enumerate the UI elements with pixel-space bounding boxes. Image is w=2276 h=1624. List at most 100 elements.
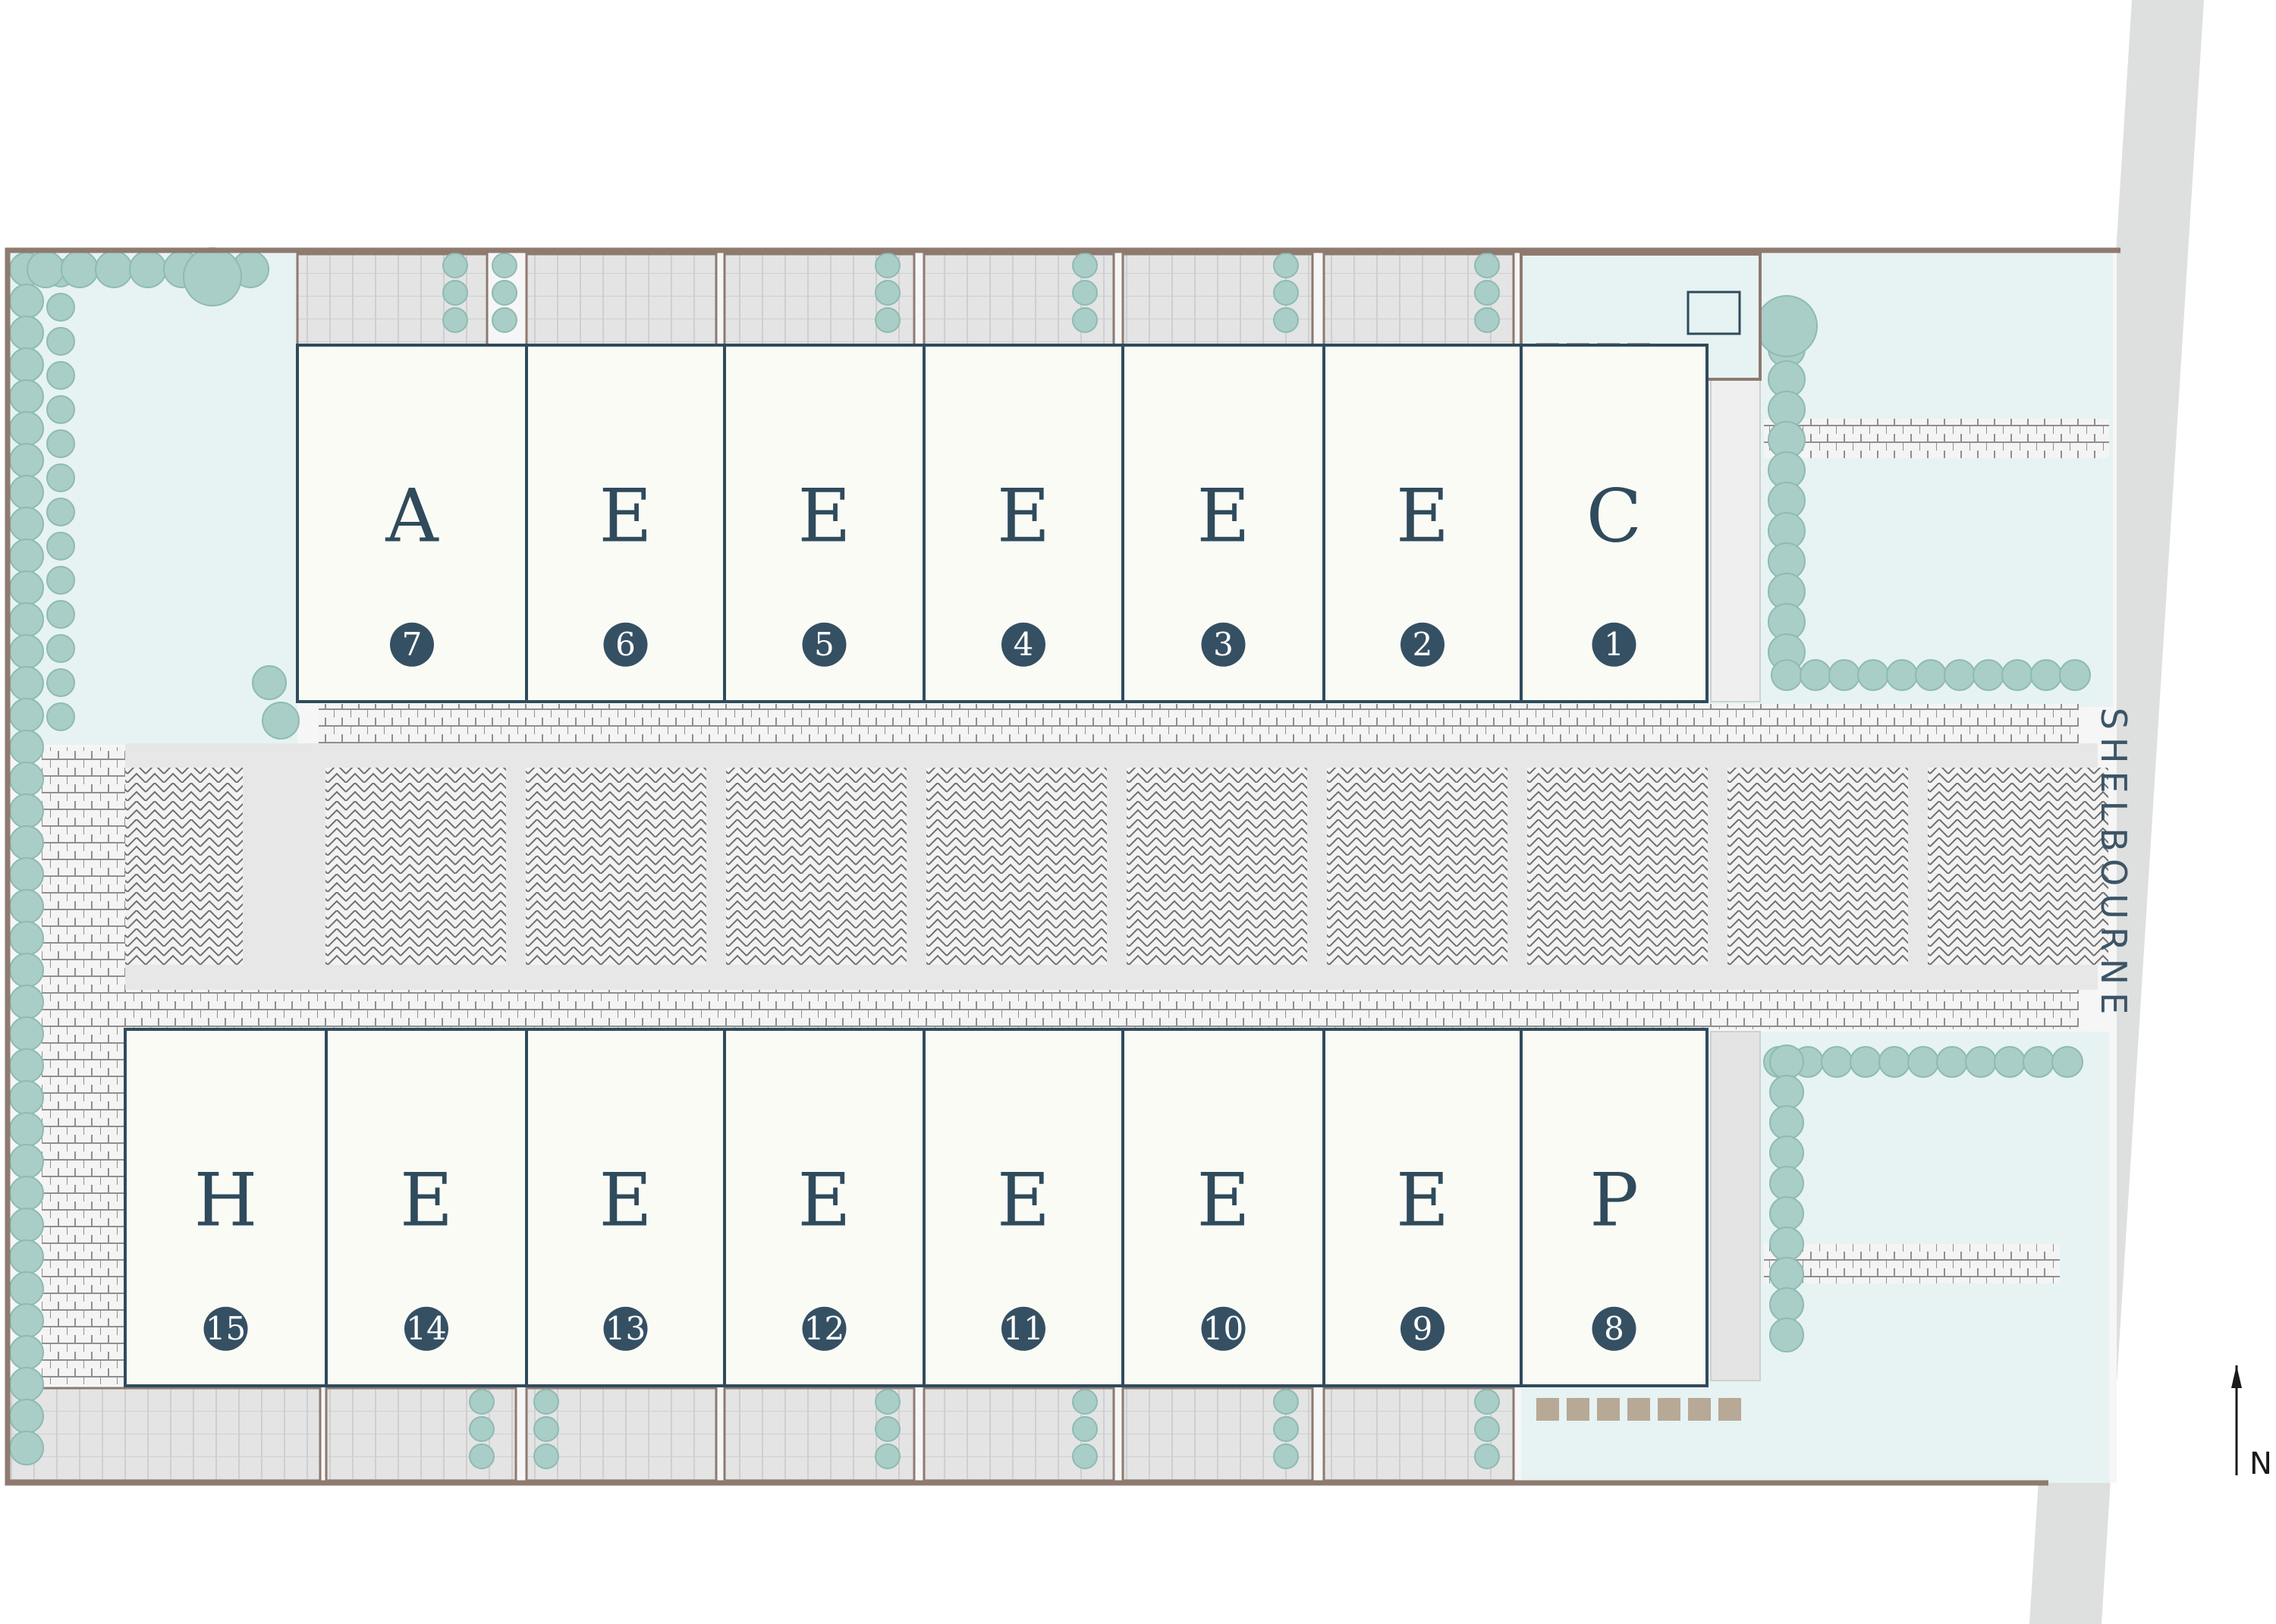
unit-14: E 14 <box>325 1028 528 1387</box>
shrub <box>9 1431 44 1465</box>
unit-number: 14 <box>406 1310 446 1347</box>
shrub <box>469 1443 495 1469</box>
unit-number-badge <box>390 622 434 667</box>
unit-type-letter: E <box>1396 474 1449 559</box>
shrub <box>875 307 901 333</box>
shrub <box>9 1271 44 1306</box>
unit-type-letter: H <box>194 1158 258 1243</box>
shrub <box>9 443 44 478</box>
unit-type-letter: E <box>400 1158 453 1243</box>
unit-outline <box>1322 344 1523 703</box>
shrub <box>875 1443 901 1469</box>
north-brick-strip <box>319 704 2079 743</box>
street-name-label: SHELBOURNE <box>2093 708 2134 1022</box>
shrub <box>1828 659 1860 691</box>
shrub <box>1072 1389 1098 1415</box>
shrub <box>9 379 44 414</box>
shrub <box>1850 1046 1881 1078</box>
unit-number: 5 <box>814 626 835 663</box>
shrub <box>875 1416 901 1442</box>
unit-number-badge <box>603 622 648 667</box>
parking-bays <box>125 768 2108 965</box>
shrub <box>1886 659 1918 691</box>
shrub <box>1273 1389 1299 1415</box>
unit-type-letter: E <box>1396 1158 1449 1243</box>
shrub <box>1769 1105 1804 1140</box>
unit-9: E9 <box>1322 1028 1523 1387</box>
shrub <box>129 250 167 288</box>
shrub <box>9 698 44 733</box>
shrub <box>9 411 44 446</box>
parking-bay <box>926 768 1107 965</box>
north-arrow-head <box>2231 1365 2242 1388</box>
shrub <box>1915 659 1947 691</box>
unit-type-letter: E <box>997 1158 1050 1243</box>
shrub <box>533 1416 559 1442</box>
side-path-north <box>1710 379 1761 702</box>
shrub <box>9 539 44 573</box>
shrub <box>46 361 75 390</box>
shrub <box>1857 659 1889 691</box>
unit-number: 13 <box>605 1310 646 1347</box>
shrub <box>442 253 468 278</box>
shrub <box>9 1016 44 1051</box>
shrub <box>95 250 133 288</box>
shrub <box>1474 253 1500 278</box>
unit-number-badge <box>203 1306 248 1351</box>
shrub <box>27 250 64 288</box>
unit-11: E11 <box>923 1028 1124 1387</box>
unit-3: E3 <box>1121 344 1325 703</box>
bin <box>1688 1398 1711 1421</box>
shrub <box>1474 280 1500 306</box>
unit-number-badge <box>1201 622 1246 667</box>
shrub <box>1936 1046 1968 1078</box>
south-brick-strip <box>125 990 2079 1029</box>
shrub <box>1769 1318 1804 1352</box>
shrub <box>61 250 99 288</box>
shrub <box>1273 253 1299 278</box>
unit-number: 9 <box>1413 1310 1433 1347</box>
unit-number-badge <box>1001 622 1045 667</box>
shrub <box>9 730 44 765</box>
shrub <box>9 1335 44 1370</box>
shrub <box>1771 659 1803 691</box>
bins-south <box>1536 1398 1741 1421</box>
shrub <box>1474 1389 1500 1415</box>
parking-bay <box>1127 768 1307 965</box>
shrub <box>262 702 300 740</box>
shrub <box>9 953 44 988</box>
shrub <box>1965 1046 1997 1078</box>
parking-bay <box>1928 768 2108 965</box>
courtyard-north <box>525 253 718 347</box>
unit-1: C1 <box>1520 344 1709 703</box>
shrub <box>183 247 242 306</box>
unit-2: E2 <box>1322 344 1523 703</box>
shrub <box>9 1144 44 1179</box>
parking-bay <box>325 768 506 965</box>
unit-type-letter: A <box>385 474 439 559</box>
shrub <box>1944 659 1976 691</box>
shrub <box>46 463 75 492</box>
unit-number-badge <box>404 1306 448 1351</box>
shrub <box>1273 1416 1299 1442</box>
shrub <box>1072 307 1098 333</box>
unit-number: 8 <box>1604 1310 1624 1347</box>
shrub <box>9 475 44 510</box>
shrub <box>875 253 901 278</box>
shrub <box>9 284 44 319</box>
unit-number-badge <box>1201 1306 1246 1351</box>
meter-box <box>1687 291 1741 335</box>
shrub <box>1072 280 1098 306</box>
shrub <box>1769 1196 1804 1231</box>
shrub <box>1072 1443 1098 1469</box>
entry-path-north <box>1764 419 2109 458</box>
unit-number-badge <box>1592 1306 1636 1351</box>
unit-type-letter: E <box>599 1158 652 1243</box>
courtyard-south <box>8 1387 322 1482</box>
shrub <box>1769 1044 1804 1079</box>
bin <box>1627 1398 1650 1421</box>
unit-type-letter: E <box>1196 474 1250 559</box>
shrub <box>9 1112 44 1147</box>
shrub <box>46 600 75 629</box>
shrub <box>9 1239 44 1274</box>
